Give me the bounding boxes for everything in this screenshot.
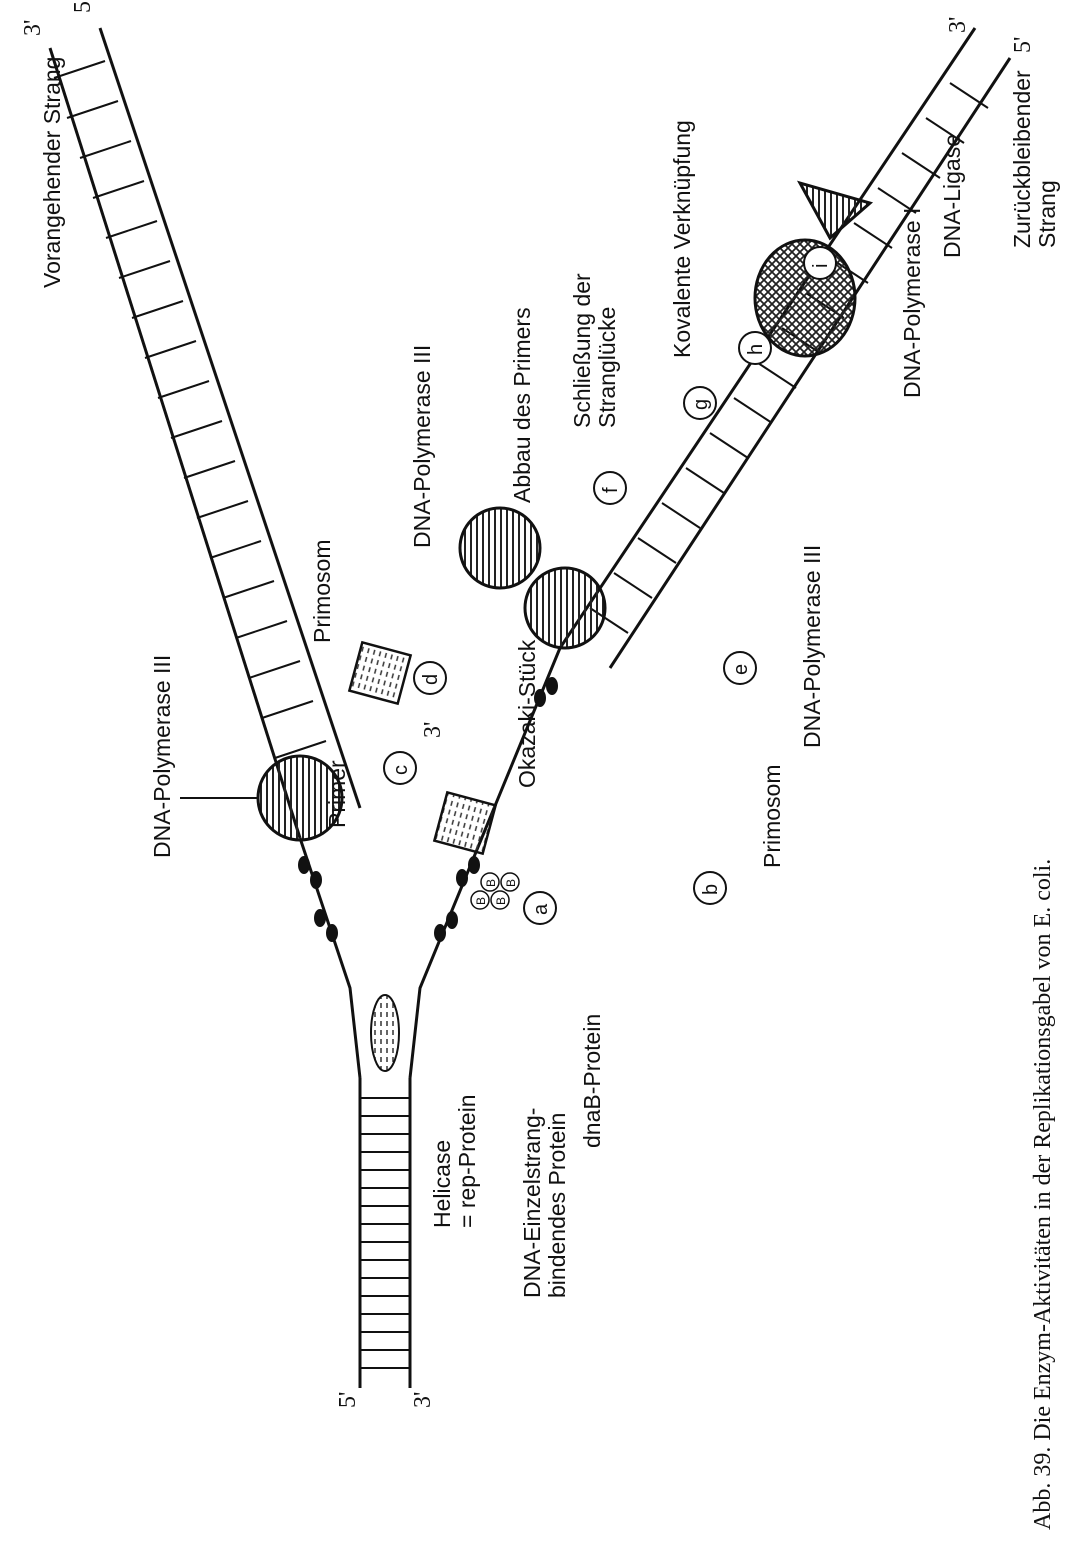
dna-pol3-e-label: DNA-Polymerase III	[799, 545, 825, 748]
primosom-active	[432, 790, 498, 856]
okazaki-label: Okazaki-Stück	[514, 639, 540, 788]
step-g: g	[683, 386, 717, 420]
dnab-markers: B B B B	[470, 872, 520, 910]
step-e: e	[723, 651, 757, 685]
primosom-b-label: Primosom	[759, 764, 785, 868]
svg-text:c: c	[390, 765, 412, 775]
dna-pol3-leading-label: DNA-Polymerase III	[149, 655, 175, 858]
step-f: f	[593, 471, 627, 505]
svg-text:B: B	[504, 879, 518, 887]
diagram-rotated: 5' 3'	[20, 0, 1060, 1408]
parental-3prime-label: 3'	[410, 1392, 436, 1408]
step-circles: a b c d e f g h i	[383, 246, 837, 925]
step-c: c	[383, 751, 417, 785]
leading-5prime-label: 5'	[70, 0, 96, 13]
parental-duplex: 5' 3'	[335, 1078, 436, 1408]
leading-strand: 3' 5' Vorangehender Strang	[20, 0, 362, 1079]
svg-text:e: e	[730, 664, 752, 675]
svg-text:b: b	[700, 884, 722, 895]
leading-strand-label: Vorangehender Strang	[39, 57, 65, 288]
primosom-released	[347, 640, 413, 706]
svg-text:B: B	[484, 879, 498, 887]
step-i: i	[803, 246, 837, 280]
schliessung-line2: Stranglücke	[594, 307, 620, 428]
step-h: h	[738, 331, 772, 365]
helicase	[370, 994, 400, 1072]
dna-pol3-released-label: DNA-Polymerase III	[409, 345, 435, 548]
svg-text:i: i	[810, 264, 832, 268]
einzelstrang-line1: DNA-Einzelstrang-	[519, 1108, 545, 1298]
schliessung-line1: Schließung der	[569, 273, 595, 428]
primer-label: Primer	[324, 760, 350, 828]
ssb-leading	[298, 856, 338, 942]
abbau-label: Abbau des Primers	[509, 307, 535, 503]
helicase-line1: Helicase	[429, 1140, 455, 1228]
leading-3prime-label: 3'	[20, 20, 46, 36]
dna-pol1-label: DNA-Polymerase I	[899, 208, 925, 398]
step-b: b	[693, 871, 727, 905]
step-a: a	[523, 891, 557, 925]
kovalente-label: Kovalente Verknüpfung	[669, 120, 695, 358]
dna-ligase	[796, 180, 874, 241]
dna-ligase-label: DNA-Ligase	[939, 134, 965, 258]
primosom-top-label: Primosom	[309, 539, 335, 643]
parental-5prime-label: 5'	[335, 1392, 361, 1408]
dnab-label: dnaB-Protein	[579, 1014, 605, 1148]
lagging-3prime-label: 3'	[945, 17, 971, 33]
step-d: d	[413, 661, 447, 695]
figure-caption: Abb. 39. Die Enzym-Aktivitäten in der Re…	[1030, 859, 1056, 1530]
zurueck-label-line1: Zurückbleibender	[1009, 70, 1035, 248]
helicase-line2: = rep-Protein	[454, 1094, 480, 1228]
parental-rungs	[360, 1097, 410, 1369]
dna-pol3-released	[458, 506, 542, 590]
svg-text:B: B	[494, 897, 508, 905]
ssb-lagging	[434, 677, 558, 942]
zurueck-label-line2: Strang	[1034, 180, 1060, 248]
lagging-rungs	[589, 82, 989, 634]
lagging-5prime-label: 5'	[1010, 37, 1036, 53]
svg-text:g: g	[690, 399, 712, 410]
svg-text:d: d	[420, 674, 442, 685]
leading-rungs	[53, 60, 327, 759]
dna-pol3-lagging	[523, 566, 607, 650]
svg-text:a: a	[530, 903, 552, 915]
svg-text:h: h	[745, 344, 767, 355]
primer-3prime-label: 3'	[420, 722, 446, 738]
einzelstrang-line2: bindendes Protein	[544, 1113, 570, 1298]
svg-text:B: B	[474, 897, 488, 905]
svg-text:f: f	[600, 487, 622, 493]
